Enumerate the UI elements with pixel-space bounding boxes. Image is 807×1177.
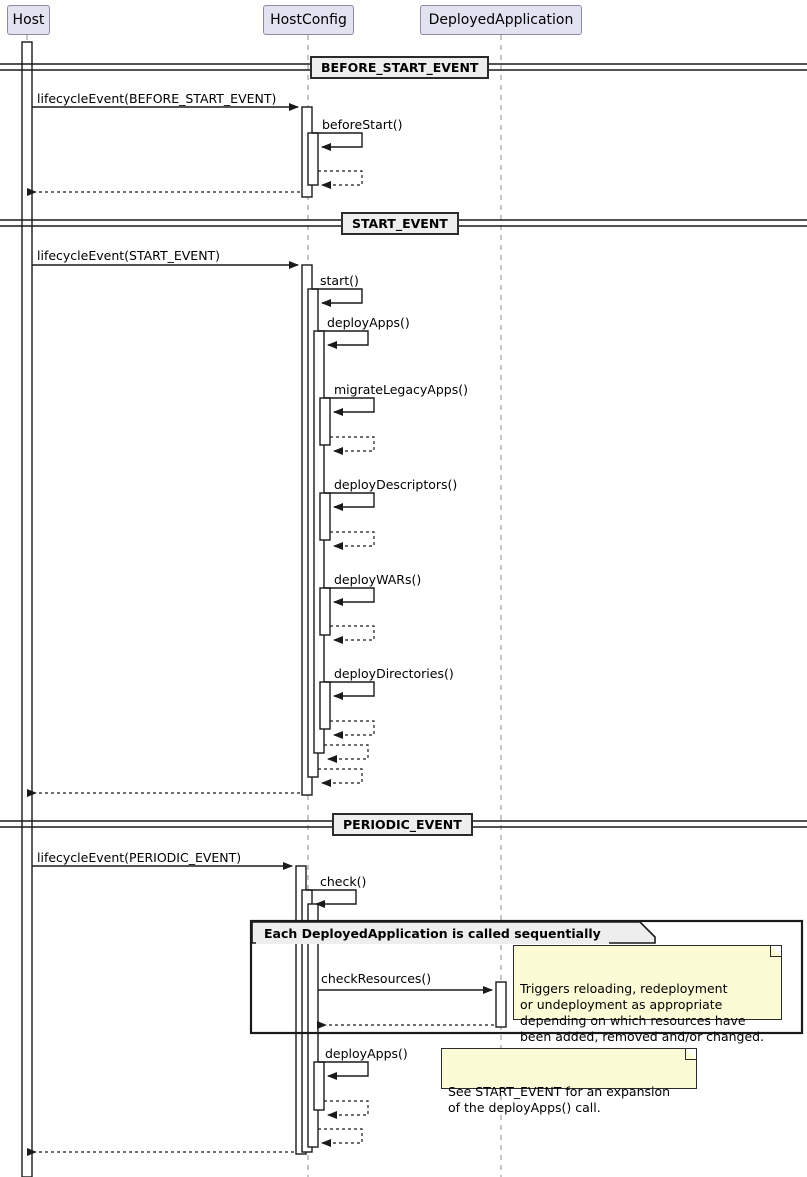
message-start-self-call: [312, 288, 363, 307]
activation-deployedapplication-checkresources: [495, 981, 507, 1028]
event-divider-rules: [0, 63, 807, 828]
message-label-deployApps-start: deployApps(): [327, 315, 410, 330]
message-deployApps-periodic-self-call: [318, 1061, 369, 1080]
divider-label-periodic-event: PERIODIC_EVENT: [332, 813, 473, 836]
group-fragment-title: Each DeployedApplication is called seque…: [256, 923, 609, 944]
message-label-deployDirectories: deployDirectories(): [334, 666, 454, 681]
divider-label-start-event: START_EVENT: [341, 212, 459, 235]
participant-hostconfig-label: HostConfig: [270, 12, 347, 28]
message-deployDirectories-self-return: [330, 720, 375, 739]
message-label-lifecycleEvent-periodic: lifecycleEvent(PERIODIC_EVENT): [37, 850, 242, 865]
activation-hostconfig-deploydirectories: [319, 681, 331, 730]
activation-hostconfig-periodic-deployapps: [313, 1061, 325, 1111]
activation-hostconfig-deploydescriptors: [319, 492, 331, 541]
message-label-lifecycleEvent-start: lifecycleEvent(START_EVENT): [37, 248, 221, 263]
message-label-lifecycleEvent-before-start: lifecycleEvent(BEFORE_START_EVENT): [37, 91, 277, 106]
participant-deployedapplication[interactable]: DeployedApplication: [420, 5, 582, 35]
divider-label-before-start-event: BEFORE_START_EVENT: [310, 56, 490, 79]
message-label-migrateLegacyApps: migrateLegacyApps(): [334, 382, 468, 397]
message-beforeStart-self-call: [312, 132, 363, 151]
participant-host[interactable]: Host: [7, 5, 50, 35]
message-label-start: start(): [320, 273, 359, 288]
participant-hostconfig[interactable]: HostConfig: [263, 5, 354, 35]
message-migrateLegacyApps-self-call: [324, 397, 375, 416]
message-label-checkResources: checkResources(): [321, 971, 432, 986]
activation-bars: [21, 41, 507, 1177]
message-check-self-call: [306, 889, 357, 908]
activation-hostconfig-deploywars: [319, 587, 331, 636]
message-deployWARs-self-return: [330, 625, 375, 644]
note-checkresources: Triggers reloading, redeployment or unde…: [513, 945, 782, 1044]
message-beforeStart-self-return: [318, 170, 363, 189]
group-fragment-box: [249, 919, 804, 1035]
message-label-deployDescriptors: deployDescriptors(): [334, 477, 458, 492]
message-start-self-return: [318, 768, 363, 787]
group-fragment-title-text: Each DeployedApplication is called seque…: [264, 926, 601, 941]
message-check-self-return: [318, 1128, 363, 1147]
note-fold-corner-icon: [770, 946, 781, 957]
note-checkresources-text: Triggers reloading, redeployment or unde…: [520, 981, 765, 1044]
activation-hostconfig-beforestart-self: [307, 132, 319, 186]
note-deployapps-text: See START_EVENT for an expansion of the …: [448, 1084, 671, 1115]
message-deployApps-periodic-self-return: [324, 1100, 369, 1119]
activation-host: [21, 41, 33, 1177]
divider-text: BEFORE_START_EVENT: [321, 60, 479, 75]
note-deployapps: See START_EVENT for an expansion of the …: [441, 1048, 697, 1115]
divider-text: START_EVENT: [352, 216, 448, 231]
message-deployDirectories-self-call: [324, 681, 375, 700]
message-label-beforeStart: beforeStart(): [322, 117, 403, 132]
message-deployWARs-self-call: [324, 587, 375, 606]
message-label-check: check(): [320, 874, 367, 889]
message-deployApps-self-call: [318, 330, 369, 349]
message-label-deployWARs: deployWARs(): [334, 572, 422, 587]
message-deployDescriptors-self-call: [324, 492, 375, 511]
note-fold-corner-icon: [685, 1049, 696, 1060]
lifelines: [26, 35, 502, 1177]
message-deployApps-self-return: [324, 744, 369, 763]
message-label-deployApps-periodic: deployApps(): [325, 1046, 408, 1061]
message-deployDescriptors-self-return: [330, 531, 375, 550]
participant-deployedapplication-label: DeployedApplication: [428, 12, 574, 28]
message-migrateLegacyApps-self-return: [330, 436, 375, 455]
activation-hostconfig-migratelegacyapps: [319, 397, 331, 446]
participant-host-label: Host: [12, 12, 45, 28]
divider-text: PERIODIC_EVENT: [343, 817, 462, 832]
group-fragment-outline: [249, 919, 804, 1035]
